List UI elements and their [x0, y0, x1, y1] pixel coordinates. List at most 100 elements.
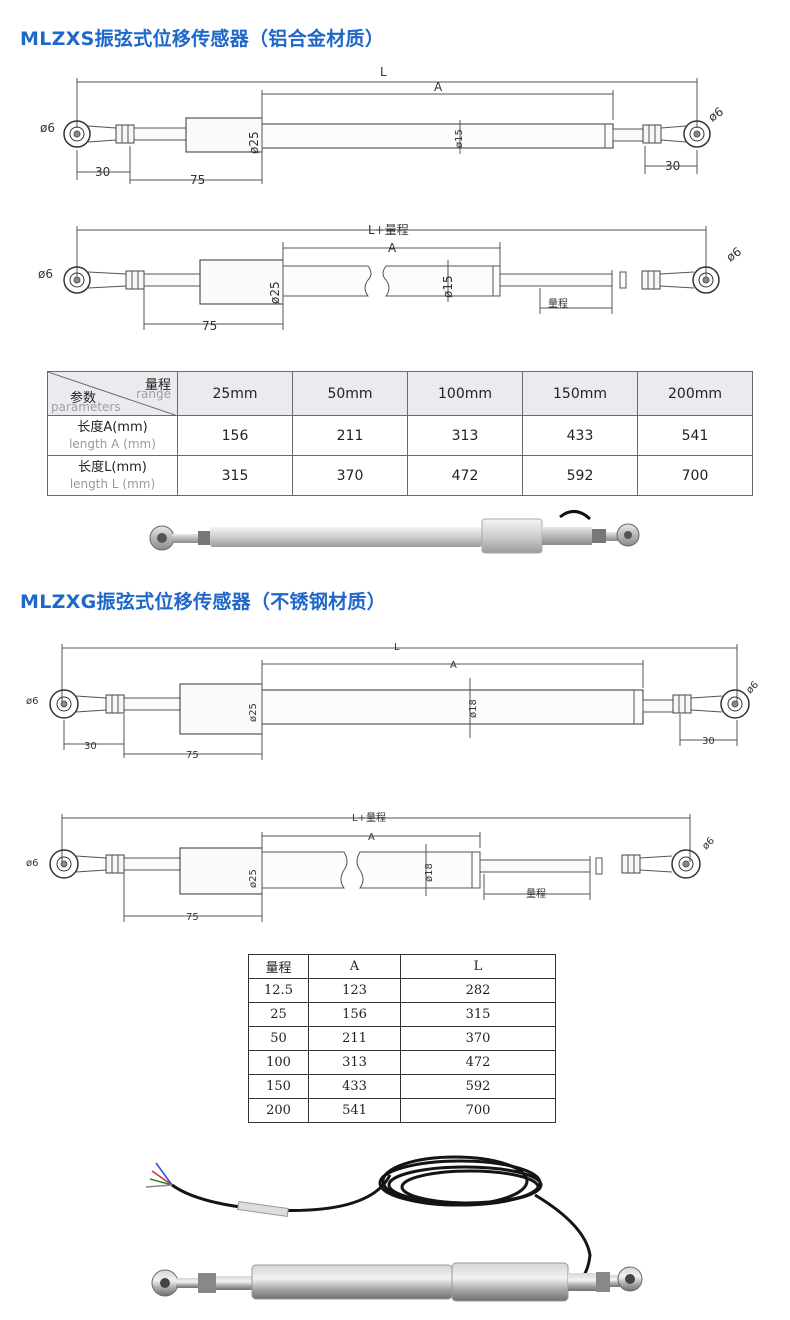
mlzxg-spec-table: 量程 A L 12.5 123 282 25 156 315 50 211 37…	[248, 954, 556, 1123]
dim-75: 75	[202, 319, 217, 333]
table-cell: 313	[308, 1050, 401, 1075]
table-cell: 150	[248, 1074, 309, 1099]
table-cell: 700	[400, 1098, 556, 1123]
row-label-cn: 长度A(mm)	[77, 419, 148, 435]
table-cell: 200	[248, 1098, 309, 1123]
dim-A: A	[388, 241, 397, 255]
dim-30-left: 30	[84, 741, 97, 752]
dim-phi6-left: ø6	[26, 858, 38, 869]
row-label-cn: 长度L(mm)	[78, 459, 147, 475]
table-header-row: 量程 A L	[248, 954, 556, 979]
table-cell: 12.5	[248, 978, 309, 1003]
dim-phi6-right: ø6	[700, 836, 717, 853]
mlzxs-spec-table: 量程 range 参数 parameters 25mm 50mm 100mm 1…	[47, 371, 753, 496]
dim-phi25: ø25	[247, 131, 261, 154]
dim-phi15: ø15	[441, 275, 455, 298]
dim-phi6-right: ø6	[744, 680, 761, 697]
table-row: 150 433 592	[248, 1074, 556, 1099]
table-cell: 211	[308, 1026, 401, 1051]
dim-phi6-left: ø6	[38, 267, 53, 281]
mlzxs-dimension-drawing-1: L A ø6 ø6 ø25 ø15 30 75 30	[40, 65, 726, 187]
table-cell: 592	[522, 455, 638, 496]
dim-75: 75	[190, 173, 205, 187]
table-cell: 50	[248, 1026, 309, 1051]
dim-75: 75	[186, 912, 199, 923]
section1-title: MLZXS振弦式位移传感器（铝合金材质）	[20, 28, 385, 50]
column-header: 100mm	[407, 371, 523, 416]
dim-A: A	[434, 80, 443, 94]
dim-L: L	[394, 642, 400, 653]
table-row: 长度A(mm) length A (mm) 156 211 313 433 54…	[47, 415, 753, 456]
table-cell: 211	[292, 415, 408, 456]
dim-phi25: ø25	[248, 703, 259, 722]
corner-param-en: parameters	[51, 400, 121, 414]
table-cell: 282	[400, 978, 556, 1003]
column-header: 25mm	[177, 371, 293, 416]
dim-A: A	[450, 660, 457, 671]
dim-L-range: L+量程	[352, 812, 386, 824]
dim-phi15: ø15	[454, 129, 465, 148]
table-cell: 315	[177, 455, 293, 496]
dim-30-left: 30	[95, 165, 110, 179]
table-cell: 156	[308, 1002, 401, 1027]
table-cell: 472	[407, 455, 523, 496]
table-row: 50 211 370	[248, 1026, 556, 1051]
table-cell: 433	[308, 1074, 401, 1099]
row-label-en: length L (mm)	[69, 476, 156, 491]
mlzxg-product-photo	[145, 1155, 643, 1302]
dim-range: 量程	[548, 298, 568, 310]
table-cell: 541	[637, 415, 753, 456]
table-cell: 541	[308, 1098, 401, 1123]
corner-range-en: range	[136, 387, 171, 401]
table-cell: 370	[400, 1026, 556, 1051]
table-cell: 313	[407, 415, 523, 456]
dim-phi6-left: ø6	[26, 696, 38, 707]
mlzxg-dimension-drawing-2: L+量程 A ø6 ø6 ø25 ø18 75 量程	[26, 812, 717, 923]
dim-phi25: ø25	[248, 869, 259, 888]
dim-A: A	[368, 832, 375, 843]
table-cell: 100	[248, 1050, 309, 1075]
dim-phi6-right: ø6	[724, 244, 744, 264]
table-cell: 315	[400, 1002, 556, 1027]
mlzxs-product-photo	[149, 510, 640, 554]
column-header: 200mm	[637, 371, 753, 416]
dim-range: 量程	[526, 888, 546, 900]
dim-30-right: 30	[702, 736, 715, 747]
dim-phi6-left: ø6	[40, 121, 55, 135]
table-cell: 370	[292, 455, 408, 496]
table-row: 12.5 123 282	[248, 978, 556, 1003]
section2-title: MLZXG振弦式位移传感器（不锈钢材质）	[20, 591, 387, 613]
table-cell: 592	[400, 1074, 556, 1099]
dim-75: 75	[186, 750, 199, 761]
column-header: A	[308, 954, 401, 979]
table-row: 200 541 700	[248, 1098, 556, 1123]
dim-30-right: 30	[665, 159, 680, 173]
column-header: 50mm	[292, 371, 408, 416]
column-header: L	[400, 954, 556, 979]
table-cell: 25	[248, 1002, 309, 1027]
table-row: 长度L(mm) length L (mm) 315 370 472 592 70…	[47, 455, 753, 496]
dim-phi25: ø25	[268, 281, 282, 304]
column-header: 量程	[248, 954, 309, 979]
table-row: 100 313 472	[248, 1050, 556, 1075]
table-corner-cell: 量程 range 参数 parameters	[47, 371, 178, 416]
table-row: 25 156 315	[248, 1002, 556, 1027]
column-header: 150mm	[522, 371, 638, 416]
dim-phi18: ø18	[424, 863, 435, 882]
row-label: 长度A(mm) length A (mm)	[47, 415, 178, 456]
corner-range-cn: 量程	[144, 378, 171, 393]
row-label: 长度L(mm) length L (mm)	[47, 455, 178, 496]
dim-L-range: L+量程	[368, 222, 409, 237]
row-label-en: length A (mm)	[69, 436, 156, 451]
table-cell: 156	[177, 415, 293, 456]
dim-phi6-right: ø6	[706, 104, 726, 124]
table-cell: 123	[308, 978, 401, 1003]
dim-phi18: ø18	[468, 699, 479, 718]
mlzxs-dimension-drawing-2: L+量程 A ø6 ø6 ø25 ø15 75 量程	[38, 222, 744, 333]
dim-L: L	[380, 65, 387, 79]
table-cell: 472	[400, 1050, 556, 1075]
corner-param-cn: 参数	[70, 391, 97, 406]
mlzxg-dimension-drawing-1: L A ø6 ø6 ø25 ø18 30 75 30	[26, 642, 761, 761]
table-cell: 700	[637, 455, 753, 496]
table-cell: 433	[522, 415, 638, 456]
